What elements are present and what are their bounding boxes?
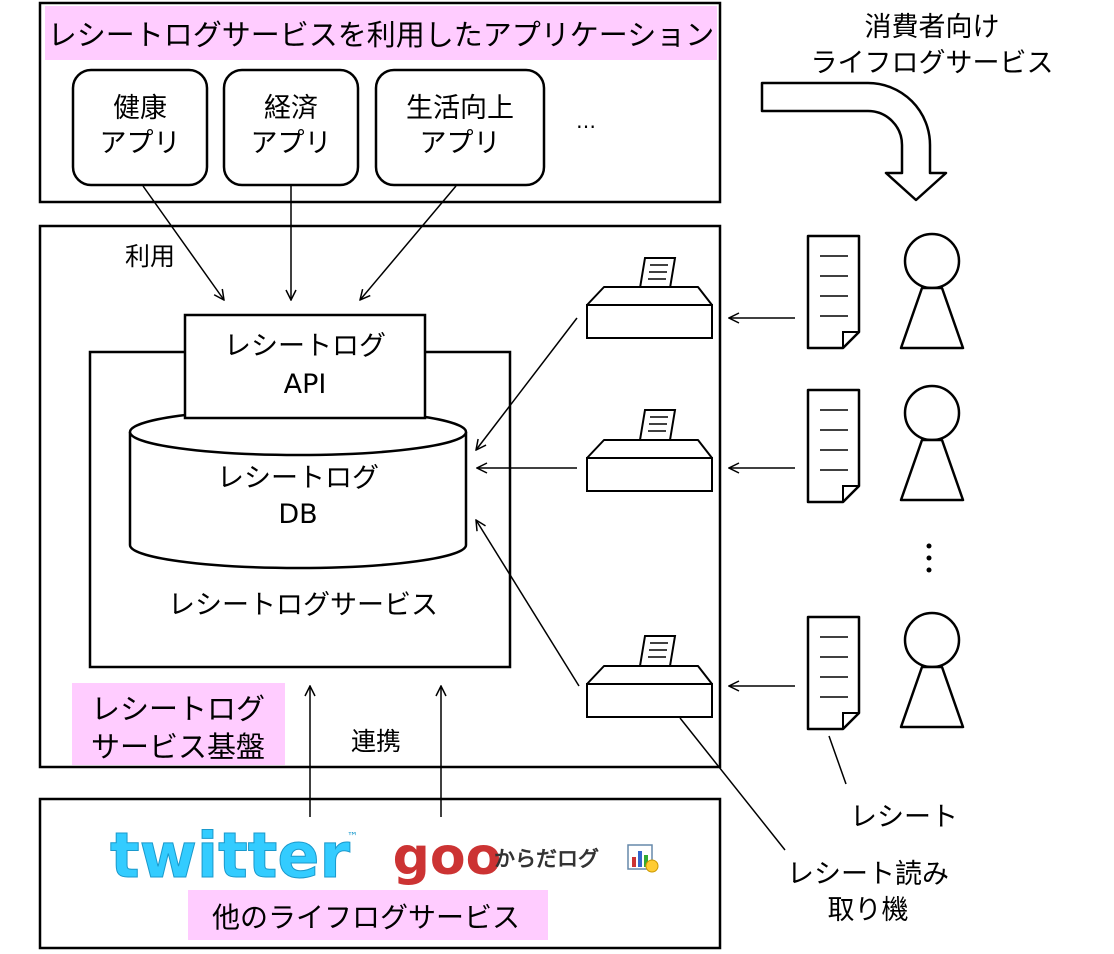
reader-arrows — [476, 317, 580, 687]
person-icon-2 — [899, 384, 965, 502]
api-line2: API — [284, 369, 327, 400]
arrow-reader3-to-db — [476, 520, 580, 687]
person-icon-1 — [899, 232, 965, 350]
receipt-reader-2 — [586, 409, 713, 492]
app-health[interactable]: 健康 アプリ — [71, 68, 209, 187]
db-cylinder: レシートログ DB — [128, 407, 468, 570]
service-label: レシートログサービス — [168, 590, 438, 621]
reader-label-line1: レシート読み — [787, 859, 949, 890]
api-line1: レシートログ — [224, 331, 386, 362]
app-economy[interactable]: 経済 アプリ — [222, 68, 360, 187]
app-economy-line1: 経済 — [264, 93, 318, 124]
apps-ellipsis: … — [576, 109, 596, 133]
app-health-line2: アプリ — [100, 128, 181, 159]
receipt-reader-1 — [586, 257, 713, 339]
karadalog-chart-icon — [627, 844, 659, 873]
twitter-tm: ™ — [347, 830, 358, 843]
arrow-health-to-api — [142, 185, 224, 300]
receipt-doc-3 — [806, 615, 861, 731]
receipt-arrows — [729, 318, 795, 686]
platform-panel: 利用 レシートログサービス レシートログ DB レシートログ API レシートロ… — [38, 224, 722, 769]
goo-logo: goo — [393, 827, 502, 887]
goo-karadalog-text: からだログ — [494, 847, 599, 871]
bent-arrow-icon — [760, 81, 948, 202]
consumer-line2: ライフログサービス — [811, 48, 1054, 79]
platform-line1: レシートログ — [91, 692, 265, 726]
arrow-life-to-api — [360, 185, 457, 300]
apps-panel: レシートログサービスを利用したアプリケーション 健康 アプリ 経済 アプリ 生活… — [38, 1, 722, 204]
receipt-callout-line — [828, 735, 847, 785]
use-arrows — [142, 185, 457, 300]
receipt-label: レシート — [850, 802, 958, 833]
receipt-doc-1 — [806, 234, 861, 350]
link-arrows — [310, 686, 441, 817]
vertical-ellipsis-icon — [926, 543, 932, 573]
receipt-reader-3 — [586, 635, 713, 718]
app-economy-line2: アプリ — [251, 128, 332, 159]
other-services-panel: 他のライフログサービス twitter ™ goo からだログ — [38, 797, 722, 950]
consumer-lifelog: 消費者向け ライフログサービス — [760, 12, 1054, 202]
api-box: レシートログ API — [183, 313, 427, 420]
other-title: 他のライフログサービス — [212, 901, 520, 934]
platform-line2: サービス基盤 — [91, 730, 265, 764]
reader-label-line2: 取り機 — [828, 895, 909, 926]
app-health-line1: 健康 — [113, 93, 167, 124]
db-line1: レシートログ — [217, 463, 379, 494]
app-life-line1: 生活向上 — [406, 93, 514, 124]
db-line2: DB — [278, 499, 317, 530]
consumer-line1: 消費者向け — [865, 12, 1000, 43]
app-life[interactable]: 生活向上 アプリ — [374, 68, 546, 187]
reader-callout-line — [679, 717, 786, 851]
link-label: 連携 — [351, 727, 401, 756]
app-life-line2: アプリ — [420, 128, 501, 159]
arrow-reader1-to-db — [476, 317, 578, 450]
apps-title: レシートログサービスを利用したアプリケーション — [48, 18, 714, 52]
use-label: 利用 — [125, 242, 175, 271]
receipt-doc-2 — [806, 388, 861, 504]
twitter-logo: twitter — [110, 819, 350, 892]
person-icon-3 — [899, 611, 965, 729]
